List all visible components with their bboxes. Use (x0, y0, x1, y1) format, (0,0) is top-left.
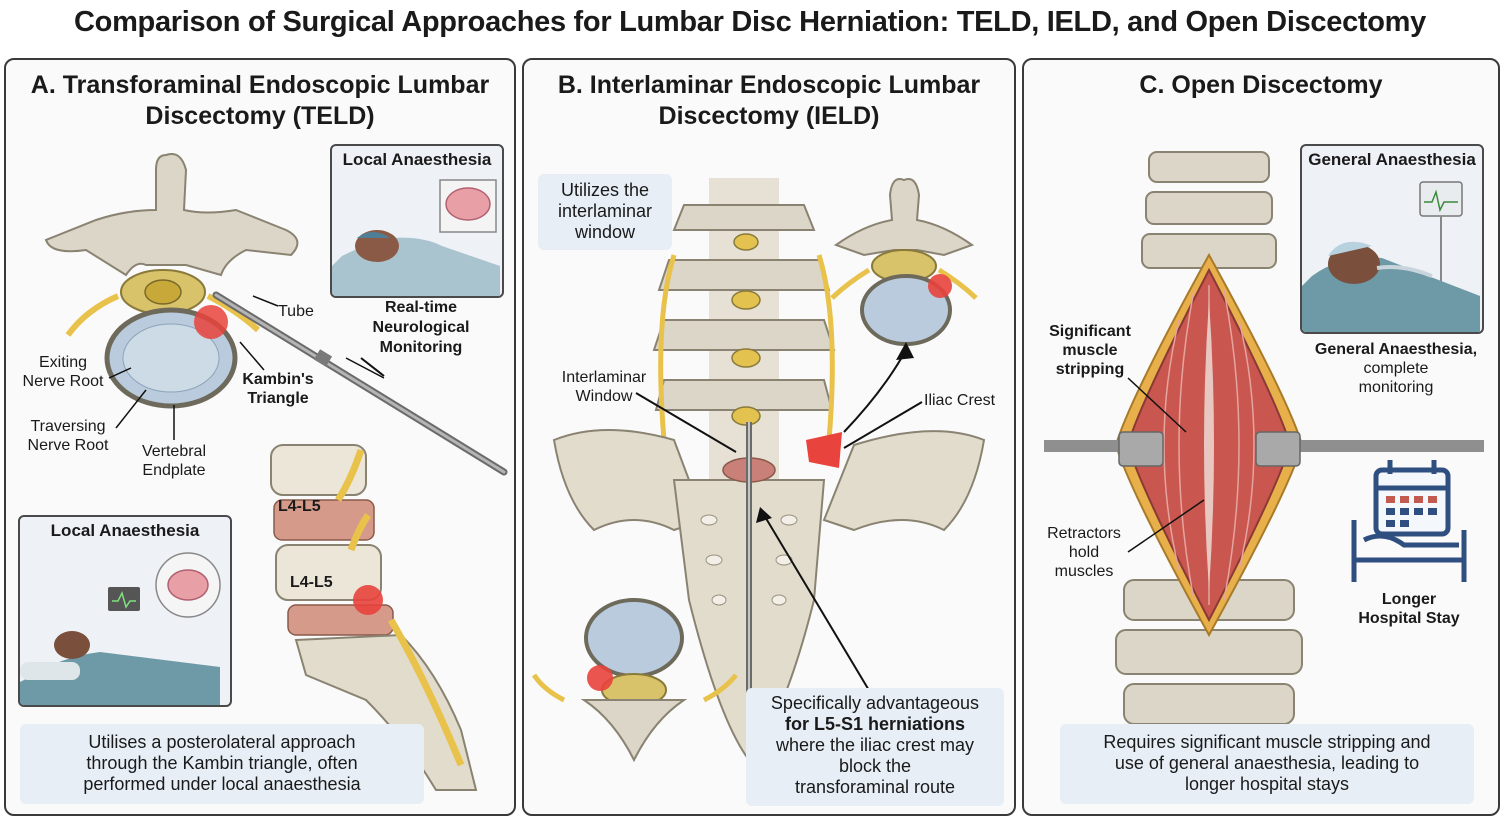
vertebra-axial-lower-icon (531, 598, 738, 763)
muscle-stripping-label: Significant muscle stripping (1040, 322, 1140, 379)
stripping-line3: stripping (1055, 361, 1125, 378)
teld-illustration (44, 153, 508, 791)
stay-line2: Hospital Stay (1358, 610, 1460, 627)
retractor-icon (1044, 431, 1484, 467)
teld-note-line3: performed under local anaesthesia (83, 774, 361, 794)
vertebra-axial-herniation-icon (830, 178, 978, 346)
monitoring-line3: Monitoring (379, 339, 463, 356)
teld-note-line2: through the Kambin triangle, often (86, 753, 358, 773)
general-anaesthesia-label: General Anaesthesia, complete monitoring (1306, 340, 1486, 397)
ga-line1: General Anaesthesia, (1314, 341, 1478, 358)
stripping-line1: Significant (1049, 323, 1131, 340)
panel-b-title-line1: B. Interlaminar Endoscopic Lumbar (557, 71, 981, 99)
inset-c-heading: General Anaesthesia (1308, 150, 1476, 169)
panel-b-title: B. Interlaminar Endoscopic Lumbar Discec… (524, 70, 1014, 132)
open-discectomy-illustration (1044, 151, 1484, 725)
exiting-nerve-root-label: Exiting Nerve Root (14, 353, 112, 391)
inset-bottom-heading: Local Anaesthesia (50, 521, 200, 540)
longer-hospital-stay-label: Longer Hospital Stay (1346, 590, 1472, 628)
panel-a-title: A. Transforaminal Endoscopic Lumbar Disc… (6, 70, 514, 132)
vertebra-axial-icon (44, 153, 299, 409)
ga-line3: monitoring (1358, 379, 1434, 396)
kambins-triangle-label: Kambin's Triangle (234, 370, 322, 408)
retractors-label: Retractors hold muscles (1036, 524, 1132, 581)
ield-note-line5: transforaminal route (794, 777, 956, 797)
ga-line2: complete (1363, 360, 1429, 377)
panel-teld: A. Transforaminal Endoscopic Lumbar Disc… (4, 58, 516, 816)
intubated-patient-icon (1302, 181, 1480, 332)
retractors-line1: Retractors (1047, 525, 1121, 542)
ield-note-line3: where the iliac crest may (775, 735, 975, 755)
kambin-line1: Kambin's (242, 371, 314, 388)
monitoring-label: Real-time Neurological Monitoring (346, 298, 496, 358)
muscle-stripping-icon (1114, 252, 1304, 638)
iliac-crest-label: Iliac Crest (924, 392, 996, 409)
exiting-line2: Nerve Root (22, 373, 104, 390)
ield-note-line4: block the (838, 756, 912, 776)
stripping-line2: muscle (1062, 342, 1118, 359)
ield-summary-note: Specifically advantageous for L5-S1 hern… (746, 688, 1004, 806)
panel-a-title-line2: Discectomy (TELD) (145, 102, 375, 130)
teld-summary-note: Utilises a posterolateral approach throu… (20, 724, 424, 804)
panel-a-title-line1: A. Transforaminal Endoscopic Lumbar (30, 71, 490, 99)
main-title: Comparison of Surgical Approaches for Lu… (74, 6, 1426, 38)
retractors-line3: muscles (1054, 563, 1114, 580)
endplate-line1: Vertebral (141, 443, 207, 460)
open-note-line2: use of general anaesthesia, leading to (1114, 753, 1420, 773)
monitoring-line2: Neurological (372, 319, 470, 336)
endplate-line2: Endplate (142, 462, 206, 479)
panel-ield: B. Interlaminar Endoscopic Lumbar Discec… (522, 58, 1016, 816)
kambin-line2: Triangle (247, 390, 309, 407)
inset-local-anaesthesia-bottom: Local Anaesthesia (18, 515, 232, 707)
interlaminar-window-note: Utilizes the interlaminar window (538, 174, 672, 250)
open-discectomy-summary-note: Requires significant muscle stripping an… (1060, 724, 1474, 804)
patient-on-bed-icon (20, 552, 221, 705)
panel-open-discectomy: C. Open Discectomy (1022, 58, 1500, 816)
window-note-line2: interlaminar (557, 201, 653, 221)
patient-with-brain-icon (332, 179, 500, 296)
interlaminar-line2: Window (575, 388, 633, 405)
interlaminar-window-label: Interlaminar Window (548, 368, 660, 406)
traversing-line1: Traversing (30, 418, 106, 435)
inset-local-anaesthesia-top: Local Anaesthesia (330, 144, 504, 298)
spine-column-icon (1115, 151, 1303, 725)
open-note-line3: longer hospital stays (1184, 774, 1350, 794)
window-note-line1: Utilizes the (560, 180, 650, 200)
inset-top-heading: Local Anaesthesia (342, 150, 492, 169)
lumbar-spine-lateral-icon (270, 444, 478, 791)
inset-general-anaesthesia: General Anaesthesia (1300, 144, 1484, 334)
stay-line1: Longer (1381, 591, 1437, 608)
open-note-line1: Requires significant muscle stripping an… (1103, 732, 1431, 752)
tube-label: Tube (278, 303, 314, 320)
panel-c-title: C. Open Discectomy (1139, 71, 1383, 99)
vertebral-endplate-label: Vertebral Endplate (130, 442, 218, 480)
interlaminar-line1: Interlaminar (561, 369, 647, 386)
exiting-line1: Exiting (38, 354, 88, 371)
level-label-2: L4-L5 (290, 574, 333, 591)
teld-note-line1: Utilises a posterolateral approach (88, 732, 356, 752)
monitoring-line1: Real-time (384, 299, 458, 316)
ield-note-line2: for L5-S1 herniations (784, 714, 966, 734)
ield-note-line1: Specifically advantageous (770, 693, 980, 713)
retractors-line2: hold (1068, 544, 1100, 561)
traversing-line2: Nerve Root (27, 437, 109, 454)
hospital-bed-calendar-icon (1351, 460, 1467, 582)
traversing-nerve-root-label: Traversing Nerve Root (16, 417, 120, 455)
level-label-1: L4-L5 (278, 498, 321, 515)
panel-b-title-line2: Discectomy (IELD) (658, 102, 880, 130)
window-note-line3: window (574, 222, 636, 242)
